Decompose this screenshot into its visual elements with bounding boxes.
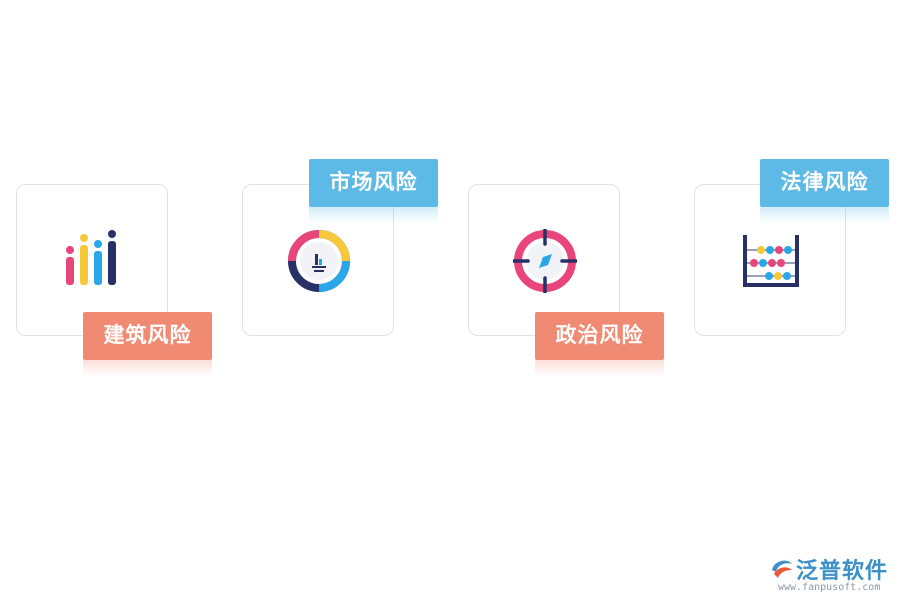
tag-market-risk: 市场风险: [309, 159, 438, 223]
risk-card-construction: [16, 184, 168, 336]
brand-watermark: 泛普软件 www.fanpusoft.com: [768, 552, 892, 596]
tag-legal-risk: 法律风险: [760, 159, 889, 223]
tag-political-risk: 政治风险: [535, 312, 664, 376]
brand-name: 泛普软件: [796, 559, 889, 584]
tag-construction-risk: 建筑风险: [83, 312, 212, 376]
risk-card-political: [468, 184, 620, 336]
target-compass-icon: [513, 229, 577, 293]
brand-url: www.fanpusoft.com: [778, 582, 881, 593]
bar-chart-icon: [66, 230, 116, 285]
donut-chart-icon: [288, 230, 350, 292]
abacus-icon: [743, 235, 799, 287]
fanpu-logo-icon: [772, 560, 792, 578]
